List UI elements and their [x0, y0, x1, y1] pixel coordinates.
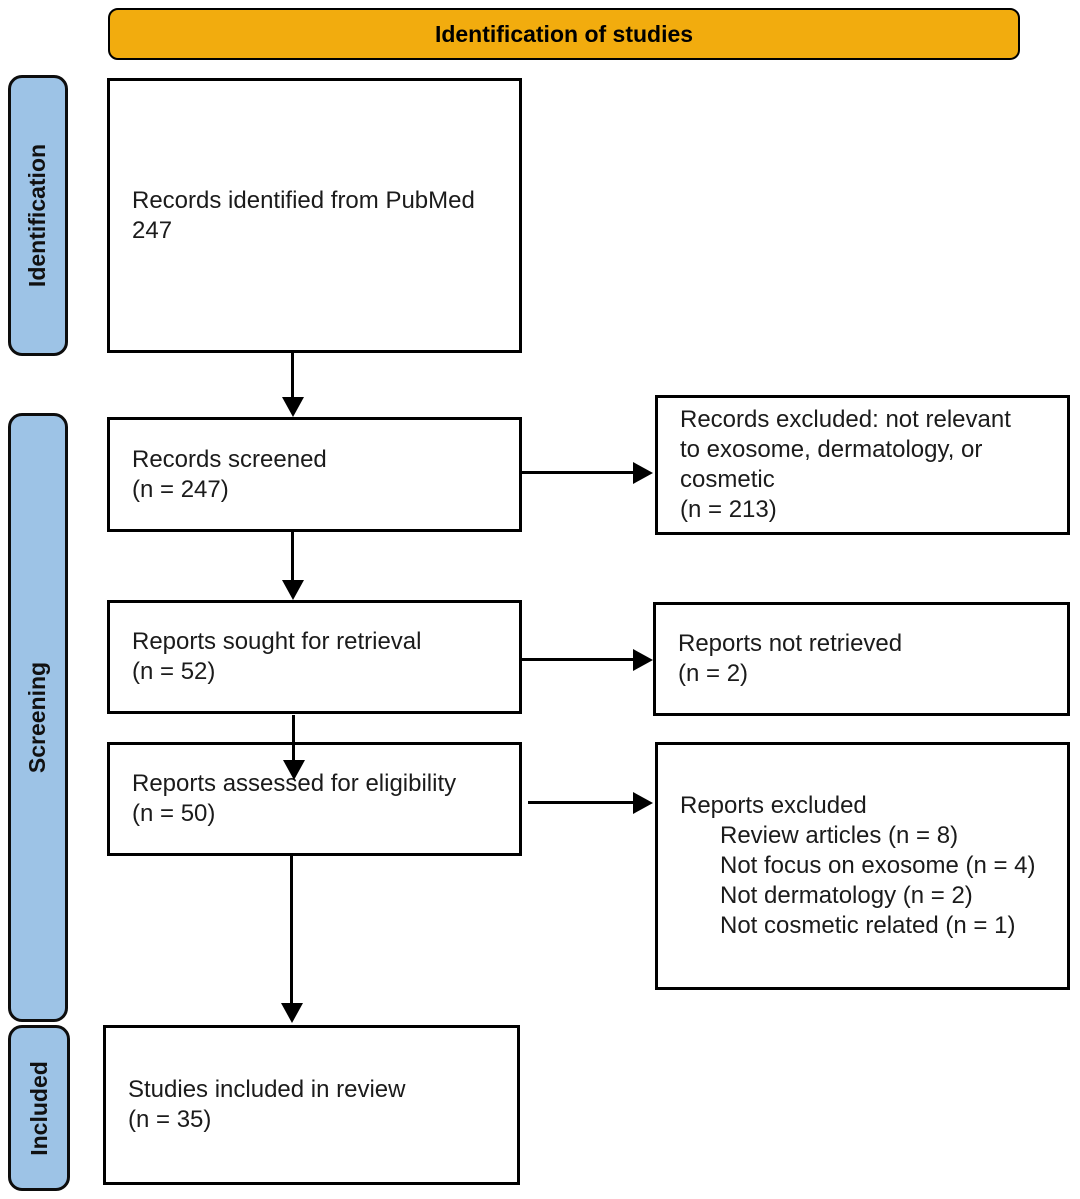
box-reports-sought: Reports sought for retrieval (n = 52)	[107, 600, 522, 714]
box-text-line: Reports not retrieved	[678, 630, 903, 657]
box-reports-excluded: Reports excluded Review articles (n = 8)…	[655, 742, 1070, 990]
box-records-excluded: Records excluded: not relevant to exosom…	[655, 395, 1070, 535]
box-text-line: Reports excluded	[680, 792, 867, 819]
box-records-screened: Records screened (n = 247)	[107, 417, 522, 532]
box-studies-included: Studies included in review (n = 35)	[103, 1025, 520, 1185]
stage-label-screening: Screening	[24, 661, 51, 774]
arrow-right-screened-to-excluded	[522, 471, 633, 474]
stage-label-included: Included	[25, 1060, 52, 1156]
banner-label: Identification of studies	[434, 20, 694, 47]
box-text-line: Records identified from PubMed	[132, 186, 475, 214]
box-text-line: cosmetic	[680, 466, 775, 493]
box-text-line: (n = 52)	[132, 658, 216, 685]
box-text-line: Studies included in review	[128, 1076, 406, 1103]
box-text-line: (n = 247)	[132, 475, 229, 503]
arrow-right-assessed-to-excluded	[528, 801, 633, 804]
stage-bar-identification: Identification	[8, 75, 68, 356]
box-text-line: (n = 213)	[680, 496, 777, 523]
arrow-down-sought-to-assessed	[292, 715, 295, 760]
box-text-line: (n = 50)	[132, 800, 216, 827]
box-text-line: Records screened	[132, 445, 327, 473]
box-text-line: (n = 2)	[678, 660, 749, 687]
stage-bar-included: Included	[8, 1025, 70, 1191]
box-reports-not-retrieved: Reports not retrieved (n = 2)	[653, 602, 1070, 716]
box-text-line: to exosome, dermatology, or	[680, 436, 983, 463]
identification-of-studies-banner: Identification of studies	[108, 8, 1020, 60]
box-records-identified: Records identified from PubMed 247	[107, 78, 522, 353]
arrow-right-sought-to-not-retrieved	[522, 658, 633, 661]
arrow-down-screened-to-sought	[291, 532, 294, 580]
box-text-line: (n = 35)	[128, 1106, 212, 1133]
exclusion-reason: Not dermatology (n = 2)	[720, 882, 973, 909]
box-text-line: Reports assessed for eligibility	[132, 770, 457, 797]
stage-bar-screening: Screening	[8, 413, 68, 1022]
exclusion-reason: Not cosmetic related (n = 1)	[720, 912, 1016, 939]
exclusion-reason: Review articles (n = 8)	[720, 822, 959, 849]
arrow-down-identified-to-screened	[291, 353, 294, 397]
exclusion-reason: Not focus on exosome (n = 4)	[720, 852, 1036, 879]
box-text-line: Reports sought for retrieval	[132, 628, 422, 655]
stage-label-identification: Identification	[24, 143, 51, 288]
arrow-down-assessed-to-included	[290, 856, 293, 1003]
box-text-line: 247	[132, 216, 173, 244]
box-text-line: Records excluded: not relevant	[680, 406, 1011, 433]
box-reports-assessed: Reports assessed for eligibility (n = 50…	[107, 742, 522, 856]
